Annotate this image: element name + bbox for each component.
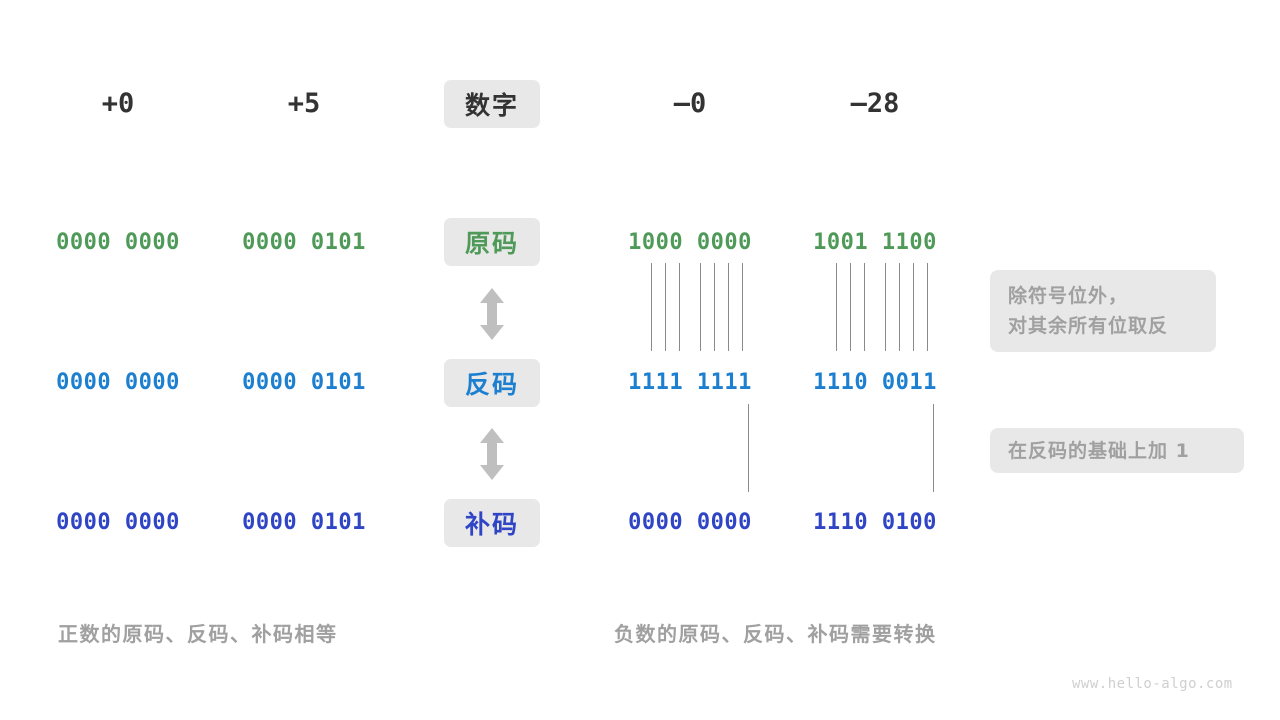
- connector-carry-minus0: [748, 404, 749, 492]
- cell-twos_complement-minus0: 0000 0000: [628, 510, 752, 535]
- note-add-one-line1: 在反码的基础上加 1: [1008, 439, 1190, 462]
- cell-twos_complement-plus5: 0000 0101: [242, 510, 366, 535]
- header-badge-number: 数字: [444, 80, 540, 128]
- connector-minus28-bit6: [899, 263, 900, 351]
- connector-minus0-bit8: [742, 263, 743, 351]
- note-invert-bits-line1: 除符号位外，: [1008, 285, 1129, 307]
- cell-twos_complement-plus0: 0000 0000: [56, 510, 180, 535]
- row-badge-sign_magnitude: 原码: [444, 218, 540, 266]
- caption-positive: 正数的原码、反码、补码相等: [58, 622, 338, 646]
- watermark: www.hello-algo.com: [1072, 676, 1233, 692]
- cell-sign_magnitude-plus0: 0000 0000: [56, 230, 180, 255]
- connector-minus28-bit5: [885, 263, 886, 351]
- cell-ones_complement-minus28: 1110 0011: [813, 370, 937, 395]
- header-value-plus5: +5: [287, 88, 321, 119]
- note-invert-bits: 除符号位外， 对其余所有位取反: [990, 270, 1216, 352]
- row-badge-ones_complement: 反码: [444, 359, 540, 407]
- connector-minus28-bit2: [836, 263, 837, 351]
- connector-minus0-bit4: [679, 263, 680, 351]
- cell-ones_complement-plus0: 0000 0000: [56, 370, 180, 395]
- cell-sign_magnitude-minus28: 1001 1100: [813, 230, 937, 255]
- connector-minus0-bit3: [665, 263, 666, 351]
- arrow-sign-to-ones-icon: [478, 288, 506, 340]
- connector-carry-minus28: [933, 404, 934, 492]
- connector-minus0-bit7: [728, 263, 729, 351]
- arrow-ones-to-twos-icon: [478, 428, 506, 480]
- cell-sign_magnitude-plus5: 0000 0101: [242, 230, 366, 255]
- header-value-plus0: +0: [101, 88, 135, 119]
- cell-ones_complement-minus0: 1111 1111: [628, 370, 752, 395]
- row-badge-twos_complement: 补码: [444, 499, 540, 547]
- connector-minus0-bit6: [714, 263, 715, 351]
- connector-minus28-bit3: [850, 263, 851, 351]
- cell-twos_complement-minus28: 1110 0100: [813, 510, 937, 535]
- caption-negative: 负数的原码、反码、补码需要转换: [614, 622, 937, 646]
- connector-minus0-bit2: [651, 263, 652, 351]
- connector-minus0-bit5: [700, 263, 701, 351]
- connector-minus28-bit8: [927, 263, 928, 351]
- header-value-minus0: –0: [673, 88, 707, 119]
- connector-minus28-bit7: [913, 263, 914, 351]
- connector-minus28-bit4: [864, 263, 865, 351]
- note-invert-bits-line2: 对其余所有位取反: [1008, 315, 1169, 337]
- note-add-one: 在反码的基础上加 1: [990, 428, 1244, 473]
- cell-sign_magnitude-minus0: 1000 0000: [628, 230, 752, 255]
- header-value-minus28: –28: [850, 88, 900, 119]
- cell-ones_complement-plus5: 0000 0101: [242, 370, 366, 395]
